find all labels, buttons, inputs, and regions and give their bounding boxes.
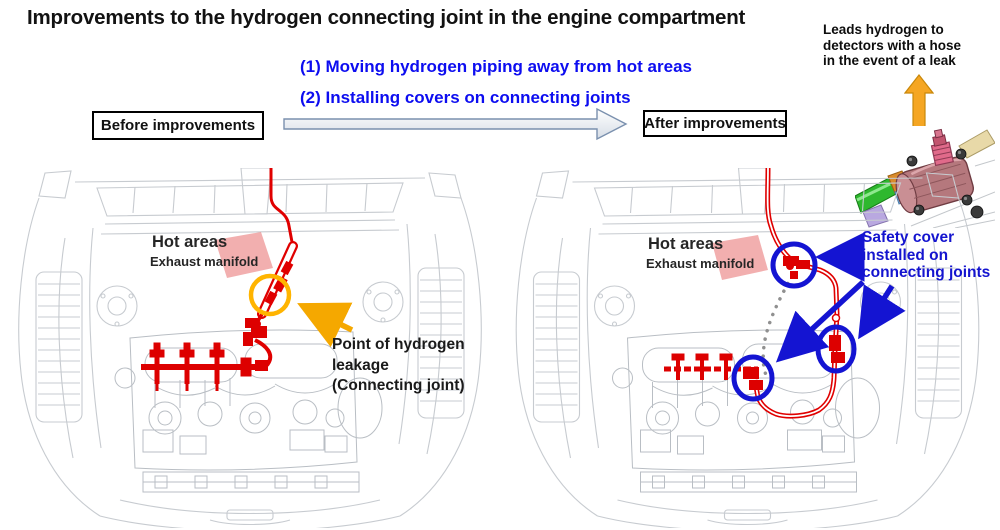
fuel-rail xyxy=(664,353,758,380)
leak-point-label: Point of hydrogen leakage (Connecting jo… xyxy=(332,336,465,394)
before-hot-areas-label: Hot areas xyxy=(152,233,228,251)
hydrogen-vent-up-arrow-icon xyxy=(904,74,934,128)
hydrogen-pipe-rerouted xyxy=(743,168,845,419)
detector-note-line: Leads hydrogen to xyxy=(823,22,944,37)
covered-joint-right xyxy=(829,335,845,363)
cover-top-stack xyxy=(930,128,954,167)
after-improvements-label: After improvements xyxy=(644,115,786,132)
safety-cover-joint-render xyxy=(855,126,995,228)
safety-pointer-arrow-icons xyxy=(775,232,906,363)
after-exhaust-label: Exhaust manifold xyxy=(646,256,755,271)
after-hot-areas-label: Hot areas xyxy=(648,235,724,253)
before-improvements-label: Before improvements xyxy=(100,117,256,134)
hot-area-overlay xyxy=(712,235,768,280)
safety-cover-label: Safety cover installed on connecting joi… xyxy=(862,229,991,281)
covered-joint-top xyxy=(783,256,810,279)
improvement-line-1: (1) Moving hydrogen piping away from hot… xyxy=(300,57,692,76)
hydrogen-pipe xyxy=(243,168,298,371)
stage-transition-arrow-icon xyxy=(283,107,628,141)
page-title: Improvements to the hydrogen connecting … xyxy=(27,6,746,29)
engine-bay-lineart xyxy=(516,168,979,528)
leak-point-circle-icon xyxy=(248,273,292,317)
leak-pointer-arrow-icon xyxy=(297,302,354,348)
pipe-joint-cluster xyxy=(243,318,267,346)
after-diagram xyxy=(500,168,995,528)
detector-note: Leads hydrogen to detectors with a hose … xyxy=(823,22,1000,69)
before-diagram xyxy=(5,168,495,528)
before-improvements-box: Before improvements xyxy=(92,111,264,140)
hot-area-overlay xyxy=(215,232,273,278)
purple-bracket xyxy=(862,204,889,228)
cover-body xyxy=(895,156,975,214)
after-improvements-box: After improvements xyxy=(643,110,787,137)
detector-note-line: in the event of a leak xyxy=(823,53,956,68)
improvement-line-2: (2) Installing covers on connecting join… xyxy=(300,88,631,107)
detector-note-line: detectors with a hose xyxy=(823,37,962,53)
fuel-rail xyxy=(141,342,261,391)
render-background-lines xyxy=(910,159,995,228)
before-exhaust-label: Exhaust manifold xyxy=(150,254,259,269)
